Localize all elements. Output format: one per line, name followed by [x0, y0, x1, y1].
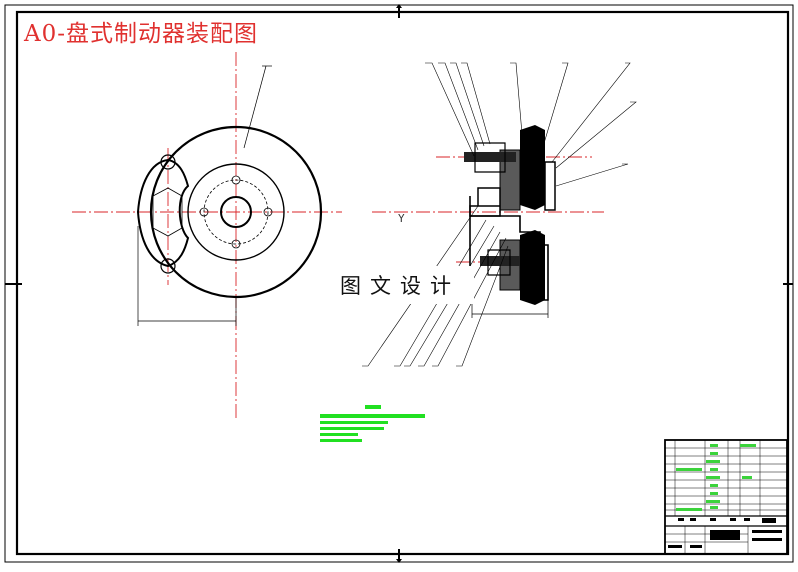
brake-disc-outline: [149, 125, 323, 299]
drawing-title: A0-盘式制动器装配图: [24, 21, 259, 47]
leader-lines-top: [425, 62, 637, 187]
hub-bolt-holes: [199, 175, 273, 249]
bolt-lower: [480, 256, 520, 266]
section-centerlines: [372, 156, 604, 263]
disc-section-lower: [520, 230, 545, 305]
nut-upper: [474, 142, 506, 173]
title-block-text-marks: [668, 518, 782, 548]
caliper-pin-bottom: [160, 258, 176, 274]
caliper-hex: [152, 187, 183, 237]
front-view-dimension: [137, 226, 237, 326]
front-view-centerlines: [72, 52, 342, 418]
technical-notes: [320, 405, 425, 442]
hub-outline: [187, 163, 285, 261]
title-block-entries: [676, 444, 756, 511]
disc-section-upper: [520, 125, 545, 210]
axis-marker: Y: [398, 212, 405, 225]
bolt-circle: [203, 179, 269, 245]
section-view: [362, 62, 637, 367]
bolt-upper: [464, 152, 516, 162]
caliper-body: [136, 158, 190, 268]
watermark: 图文设计: [326, 266, 474, 304]
caliper-pin-top: [160, 154, 176, 170]
housing-upper: [544, 161, 556, 211]
shaft-bore: [220, 196, 252, 228]
leader-line-front: [243, 65, 267, 149]
front-view: [72, 52, 342, 418]
nut-lower: [487, 249, 511, 276]
watermark-text: 图文设计: [340, 274, 460, 298]
title-block: [664, 439, 788, 555]
